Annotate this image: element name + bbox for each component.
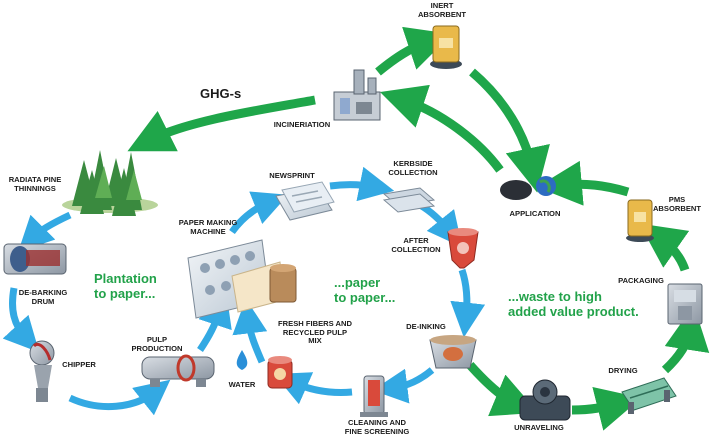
arrow-pms-to-application [536, 160, 630, 206]
arrow-packaging-to-pms [639, 223, 690, 272]
label-inert-absorbent: INERT ABSORBENT [417, 1, 467, 19]
arrow-to-inert [375, 26, 452, 76]
arrow-deinking-to-cleaning [372, 367, 435, 404]
label-unraveling: UNRAVELING [514, 423, 564, 432]
label-fresh-fibers: FRESH FIBERS AND RECYCLED PULP MIX [278, 319, 352, 346]
arrow-cleaning-to-freshmix [274, 372, 353, 405]
arrow-machine-to-newsprint [229, 191, 289, 235]
unraveling-machine-illustration [519, 379, 571, 421]
label-deinking: DE-INKING [406, 322, 446, 331]
label-pms-absorbent: PMS ABSORBENT [652, 195, 702, 213]
arrow-pine-to-debarking [18, 211, 72, 252]
arrow-application-to-incineration [380, 84, 504, 173]
newsprint-illustration [275, 181, 335, 221]
label-application: APPLICATION [509, 209, 561, 218]
arrow-ghg [127, 95, 316, 152]
application-illustration [500, 176, 556, 200]
label-water: WATER [228, 380, 256, 389]
arrow-unraveling-to-drying [571, 386, 642, 431]
label-incineration: INCINERIATION [273, 120, 331, 129]
label-pulp-production: PULP PRODUCTION [131, 335, 183, 353]
kerbside-stack-illustration [382, 187, 436, 213]
pine-forest-illustration [62, 150, 158, 216]
green-arrows [127, 26, 710, 431]
incineration-plant-illustration [333, 69, 381, 121]
inert-absorbent-bag-illustration [430, 25, 462, 69]
pms-absorbent-bag-illustration [626, 199, 654, 242]
arrow-debarking-to-chipper [2, 287, 40, 353]
cleaning-screening-illustration [360, 375, 388, 417]
paper-machine-illustration [187, 239, 297, 319]
fresh-fibers-tank-illustration [267, 356, 293, 389]
deinking-tank-illustration [429, 335, 477, 369]
label-newsprint: NEWSPRINT [269, 171, 315, 180]
label-chipper: CHIPPER [62, 360, 96, 369]
arrow-drying-to-packaging [661, 305, 710, 374]
label-cleaning: CLEANING AND FINE SCREENING [344, 418, 410, 436]
arrow-pulp-to-machine [197, 291, 232, 352]
arrow-chipper-bottom [68, 379, 171, 416]
arrow-freshmix-to-machine [232, 298, 268, 364]
label-packaging: PACKAGING [618, 276, 664, 285]
label-paper-machine: PAPER MAKING MACHINE [178, 218, 238, 236]
label-debarking: DE-BARKING DRUM [18, 288, 68, 306]
caption-paper-to-paper: ...paper to paper... [334, 275, 396, 305]
arrow-deinking-to-unraveling [466, 361, 539, 417]
caption-waste-to-value: ...waste to high added value product. [508, 289, 639, 319]
packaging-machine-illustration [667, 283, 703, 325]
water-drop-icon [236, 350, 248, 370]
pulp-production-illustration [141, 354, 215, 387]
label-drying: DRYING [608, 366, 638, 375]
after-collection-tank-illustration [447, 228, 479, 269]
label-kerbside: KERBSIDE COLLECTION [388, 159, 438, 177]
drying-conveyor-illustration [621, 377, 677, 414]
label-after-collection: AFTER COLLECTION [391, 236, 441, 254]
chipper-illustration [29, 340, 55, 402]
label-ghg: GHG-s [200, 86, 242, 101]
blue-arrows [2, 166, 486, 416]
label-radiata-pine: RADIATA PINE THINNINGS [8, 175, 62, 193]
caption-plantation-to-paper: Plantation to paper... [94, 271, 157, 301]
arrow-after-to-deinking [450, 268, 486, 338]
arrow-kerbside-to-after [418, 201, 463, 248]
arrow-newsprint-to-kerbside [329, 166, 395, 202]
debarking-drum-illustration [3, 243, 67, 275]
arrow-inert-to-application [469, 68, 550, 193]
